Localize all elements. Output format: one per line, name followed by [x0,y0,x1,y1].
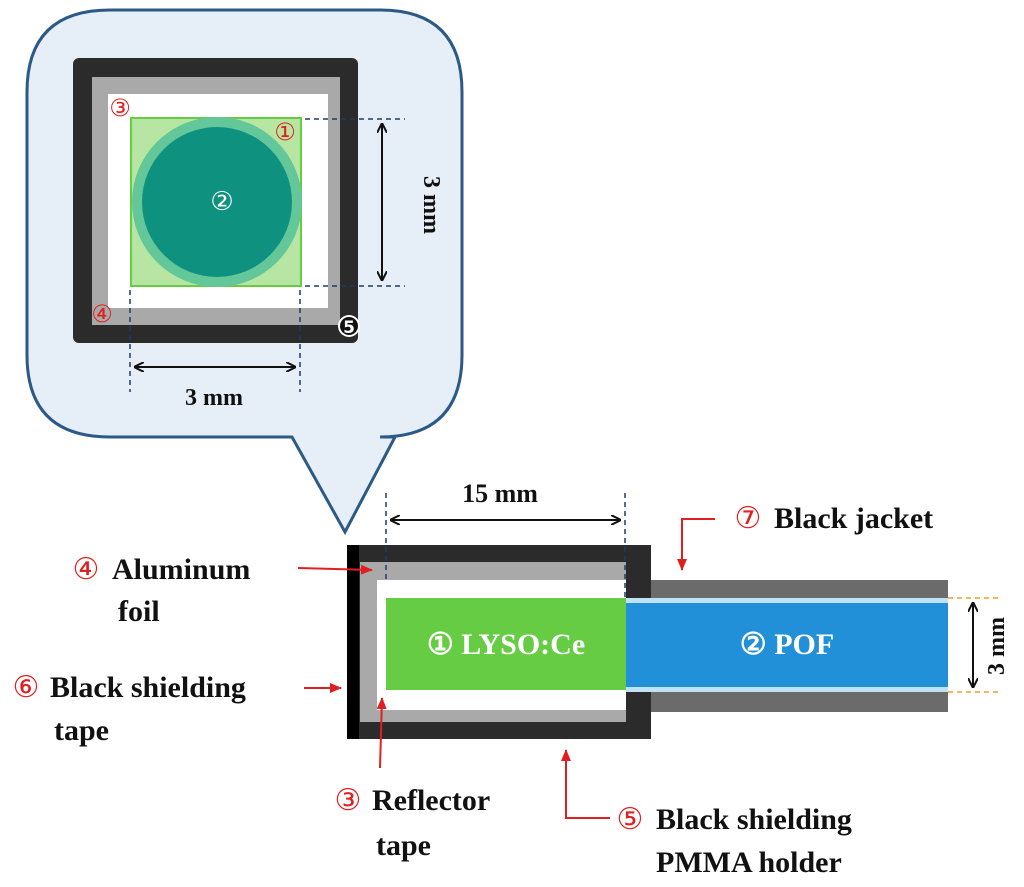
dim15-label: 15 mm [462,479,538,508]
tape6-num: ⑥ [13,670,40,705]
cross-section [73,58,358,343]
reflector-line2: tape [376,829,431,862]
aluminum-line1: Aluminum [112,553,250,586]
zoom-marker-4: ④ [91,300,113,328]
pof-core-through [626,603,651,687]
fiber-core [142,127,292,277]
black-shielding-tape [347,545,359,739]
holder-num: ⑤ [617,802,644,837]
pof-clad-top-through [626,598,651,603]
pof-label: ② POF [740,628,834,661]
dim3-label: 3 mm [984,617,1010,675]
jacket-line1: Black jacket [774,502,933,535]
side-view [347,545,948,739]
lyso-label: ① LYSO:Ce [427,628,585,661]
tape6-line2: tape [54,714,109,747]
zoom-marker-2: ② [210,187,233,217]
zoom-marker-5-disc [340,317,358,335]
holder-line2: PMMA holder [656,846,842,879]
pof-clad-bottom-through [626,687,651,692]
lyso-crystal [386,598,626,690]
dim-horizontal-label: 3 mm [185,385,243,411]
holder-line1: Black shielding [656,803,852,836]
jacket-num: ⑦ [735,501,762,536]
aluminum-line2: foil [118,595,160,628]
reflector-line1: Reflector [372,784,490,817]
tape6-line1: Black shielding [50,671,246,704]
aluminum-num: ④ [73,552,100,587]
pof-core [625,603,948,687]
arrow-holder [561,749,610,819]
arrow-aluminum [297,564,373,575]
zoom-marker-1: ① [274,118,296,146]
arrow-jacket [677,518,715,571]
zoom-marker-5: 5 [343,318,355,338]
reflector-num: ③ [335,783,362,818]
zoom-marker-3: ③ [109,94,131,122]
arrow-reflector [376,697,387,769]
dim-vertical-label: 3 mm [418,176,444,234]
